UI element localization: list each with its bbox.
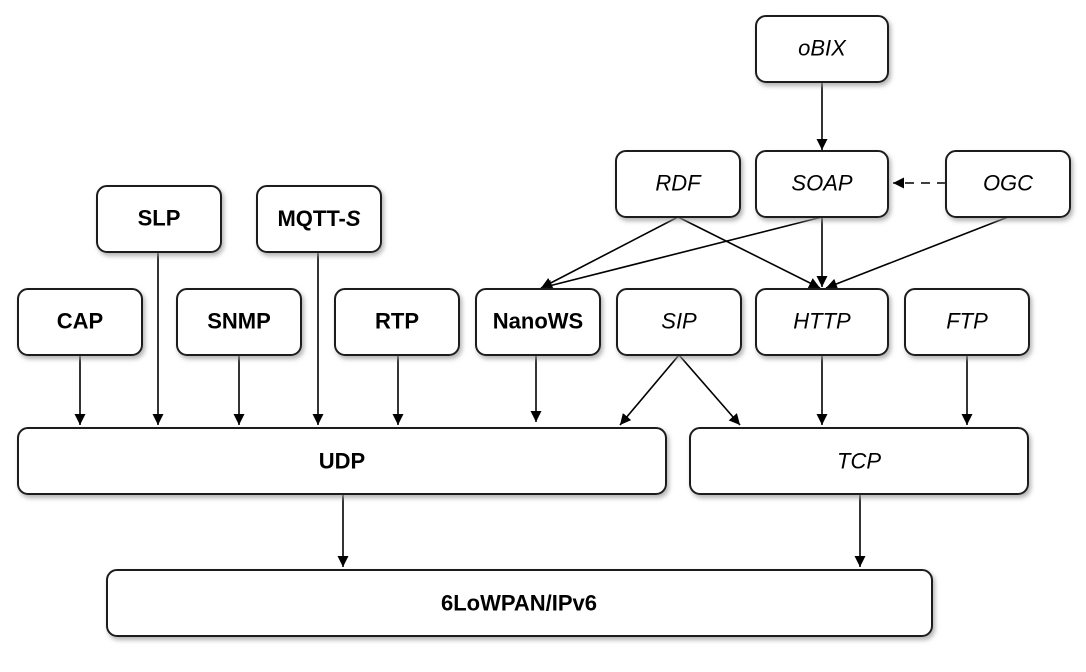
node-obix-label: oBIX <box>798 36 847 61</box>
node-mqtts: MQTT-S <box>256 185 382 253</box>
edge-sip-udp <box>619 354 680 426</box>
node-rdf-label: RDF <box>655 171 702 196</box>
node-mqtts-label-suffix: S <box>346 206 361 231</box>
node-cap: CAP <box>17 288 143 356</box>
node-ogc-label: OGC <box>983 171 1033 196</box>
node-obix: oBIX <box>755 15 889 83</box>
node-tcp-label: TCP <box>837 449 881 474</box>
edge-sip-tcp <box>678 354 741 426</box>
node-sip-label: SIP <box>661 309 697 334</box>
node-mqtts-label: MQTT-S <box>277 206 360 231</box>
node-ftp-label: FTP <box>946 309 988 334</box>
edge-rdf-nanows <box>540 216 679 289</box>
node-nanows-label: NanoWS <box>493 309 583 334</box>
node-cap-label: CAP <box>57 309 103 334</box>
node-udp: UDP <box>17 427 667 495</box>
node-nanows: NanoWS <box>475 288 601 356</box>
node-http-label: HTTP <box>793 309 851 334</box>
node-sip: SIP <box>616 288 742 356</box>
node-snmp: SNMP <box>176 288 302 356</box>
node-rtp: RTP <box>334 288 460 356</box>
edges-layer <box>74 82 1009 567</box>
node-soap-label: SOAP <box>791 171 852 196</box>
node-ipv6: 6LoWPAN/IPv6 <box>106 569 933 637</box>
node-slp: SLP <box>96 185 222 253</box>
node-rtp-label: RTP <box>375 309 419 334</box>
node-soap: SOAP <box>755 150 889 218</box>
edge-soap-nanows <box>540 216 823 291</box>
node-ogc: OGC <box>945 150 1071 218</box>
node-slp-label: SLP <box>138 206 181 231</box>
node-udp-label: UDP <box>319 449 365 474</box>
node-tcp: TCP <box>689 427 1029 495</box>
node-mqtts-label-main: MQTT- <box>277 206 345 231</box>
node-ipv6-label: 6LoWPAN/IPv6 <box>441 591 597 616</box>
nodes-layer: oBIX RDF SOAP OGC SLP MQTT-S CAP <box>17 15 1071 637</box>
node-snmp-label: SNMP <box>207 309 271 334</box>
edge-rdf-http <box>677 216 821 289</box>
node-http: HTTP <box>755 288 889 356</box>
edge-ogc-http <box>825 216 1009 290</box>
node-ftp: FTP <box>904 288 1030 356</box>
node-rdf: RDF <box>615 150 741 218</box>
